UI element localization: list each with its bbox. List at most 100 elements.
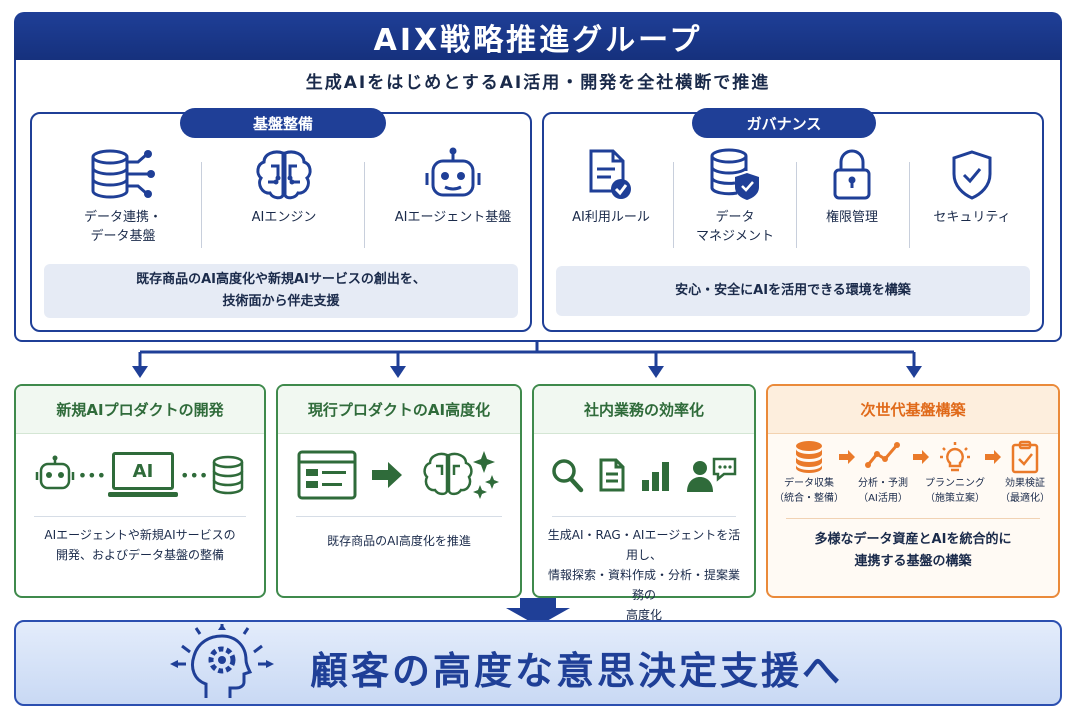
card-description: 既存商品のAI高度化を推進: [278, 517, 520, 551]
desc-line2: 情報探索・資料作成・分析・提案業務の: [547, 568, 740, 602]
divider: [364, 162, 365, 248]
item-label-line1: データ: [715, 210, 755, 225]
item-ai-usage-rules: AI利用ルール: [556, 146, 666, 227]
bottom-banner: [14, 620, 1062, 706]
divider: [201, 162, 202, 248]
item-data-integration: データ連携・ データ基盤: [58, 146, 188, 246]
item-label-line1: AIエンジン: [251, 210, 317, 225]
card-existing-product-ai: 現行プロダクトのAI高度化: [276, 384, 522, 598]
item-label-line1: AI利用ルール: [572, 210, 650, 225]
desc-line1: 生成AI・RAG・AIエージェントを活用し、: [547, 528, 741, 562]
document-check-icon: [556, 146, 666, 204]
item-access-control: 権限管理: [800, 146, 904, 227]
step-label-line1: プランニング: [925, 478, 985, 489]
step-label-line2: （施策立案）: [925, 493, 985, 504]
card-divider: [34, 516, 246, 517]
note-line1: 既存商品のAI高度化や新規AIサービスの創出を、: [136, 272, 426, 287]
desc-line1: AIエージェントや新規AIサービスの: [44, 528, 236, 542]
lock-icon: [800, 146, 904, 204]
divider: [673, 162, 674, 248]
note-line1: 安心・安全にAIを活用できる環境を構築: [675, 283, 911, 298]
item-label-line2: マネジメント: [695, 229, 774, 244]
laptop-ai-text: AI: [132, 460, 154, 482]
card-icons: [278, 434, 520, 516]
governance-note: 安心・安全にAIを活用できる環境を構築: [556, 266, 1030, 316]
title-banner: AIX戦略推進グループ: [14, 12, 1062, 62]
card-description: 多様なデータ資産とAIを統合的に 連携する基盤の構築: [768, 519, 1058, 573]
step-label-line1: 分析・予測: [858, 478, 908, 489]
sparkle-brain-icon: [423, 451, 499, 499]
desc-line2: 開発、およびデータ基盤の整備: [55, 548, 224, 562]
step-analysis-prediction: 分析・予測 （AI活用）: [848, 440, 918, 506]
infrastructure-note: 既存商品のAI高度化や新規AIサービスの創出を、 技術面から伴走支援: [44, 264, 518, 318]
item-security: セキュリティ: [914, 146, 1030, 227]
item-label-line1: AIエージェント基盤: [394, 210, 512, 225]
down-arrow-icon: [506, 598, 570, 626]
search-icon: [552, 459, 584, 493]
head-gear-icon: [170, 624, 274, 698]
item-label-line1: 権限管理: [825, 210, 878, 225]
card-divider: [296, 516, 502, 517]
bottom-banner-text: 顧客の高度な意思決定支援へ: [310, 649, 844, 693]
arrow-right-icon: [839, 450, 855, 464]
card-title: 次世代基盤構築: [768, 386, 1058, 434]
person-chat-icon: [687, 457, 737, 492]
divider: [909, 162, 910, 248]
step-label-line2: （AI活用）: [858, 493, 908, 504]
bar-chart-icon: [642, 462, 669, 491]
process-steps: データ収集 （統合・整備） 分析・予測 （AI活用）: [768, 434, 1058, 518]
item-label-line1: データ連携・: [83, 210, 162, 225]
card-icons: [534, 434, 754, 516]
database-shield-icon: [680, 146, 790, 204]
item-label-line2: データ基盤: [90, 229, 156, 244]
dots-icon: •••: [77, 465, 106, 485]
item-ai-engine: AIエンジン: [214, 146, 354, 227]
card-icons: ••• AI •••: [16, 434, 264, 516]
clipboard-check-icon: [1011, 440, 1039, 474]
page-title: AIX戦略推進グループ: [373, 23, 703, 58]
arrow-right-icon: [985, 450, 1001, 464]
subtitle: 生成AIをはじめとするAI活用・開発を全社横断で推進: [305, 73, 771, 93]
database-icon: [796, 441, 822, 473]
document-icon: [599, 458, 625, 492]
card-internal-efficiency: 社内業務の効率化 生成AI: [532, 384, 756, 622]
database-network-icon: [58, 146, 188, 204]
infrastructure-heading: 基盤整備: [180, 108, 386, 138]
step-planning: プランニング （施策立案）: [918, 440, 992, 506]
desc-line3: 高度化: [625, 608, 662, 622]
item-ai-agent-platform: AIエージェント基盤: [378, 146, 528, 227]
desc-line1: 既存商品のAI高度化を推進: [327, 534, 471, 548]
brain-circuit-icon: [214, 146, 354, 204]
card-title: 新規AIプロダクトの開発: [16, 386, 264, 434]
card-description: 生成AI・RAG・AIエージェントを活用し、 情報探索・資料作成・分析・提案業務…: [534, 517, 754, 625]
card-title: 社内業務の効率化: [534, 386, 754, 434]
divider: [796, 162, 797, 248]
desc-line2: 連携する基盤の構築: [854, 554, 972, 569]
robot-icon: [35, 455, 74, 490]
app-window-icon: [297, 450, 357, 500]
card-title: 現行プロダクトのAI高度化: [278, 386, 520, 434]
step-label-line1: 効果検証: [1005, 478, 1045, 489]
step-verification: 効果検証 （最適化）: [990, 440, 1060, 506]
item-data-management: データ マネジメント: [680, 146, 790, 246]
step-label-line2: （最適化）: [1000, 493, 1050, 504]
governance-heading: ガバナンス: [692, 108, 876, 138]
card-description: AIエージェントや新規AIサービスの 開発、およびデータ基盤の整備: [16, 517, 264, 565]
shield-check-icon: [914, 146, 1030, 204]
card-next-gen-platform: 次世代基盤構築 データ収集 （統合・整備）: [766, 384, 1060, 598]
arrow-right-icon: [372, 462, 402, 488]
step-label-line1: データ収集: [784, 478, 834, 489]
item-label-line1: セキュリティ: [933, 210, 1011, 225]
step-label-line2: （統合・整備）: [774, 493, 844, 504]
step-data-collection: データ収集 （統合・整備）: [774, 440, 844, 506]
database-icon: [213, 455, 244, 495]
desc-line1: 多様なデータ資産とAIを統合的に: [814, 532, 1012, 547]
card-divider: [786, 518, 1040, 519]
robot-icon: [378, 146, 528, 204]
card-divider: [552, 516, 736, 517]
card-new-ai-product: 新規AIプロダクトの開発 ••• AI ••• AIエージェントや新規AI: [14, 384, 266, 598]
dots-icon: •••: [180, 465, 209, 485]
lightbulb-icon: [940, 442, 970, 472]
arrow-right-icon: [913, 450, 929, 464]
trend-line-icon: [865, 442, 900, 468]
